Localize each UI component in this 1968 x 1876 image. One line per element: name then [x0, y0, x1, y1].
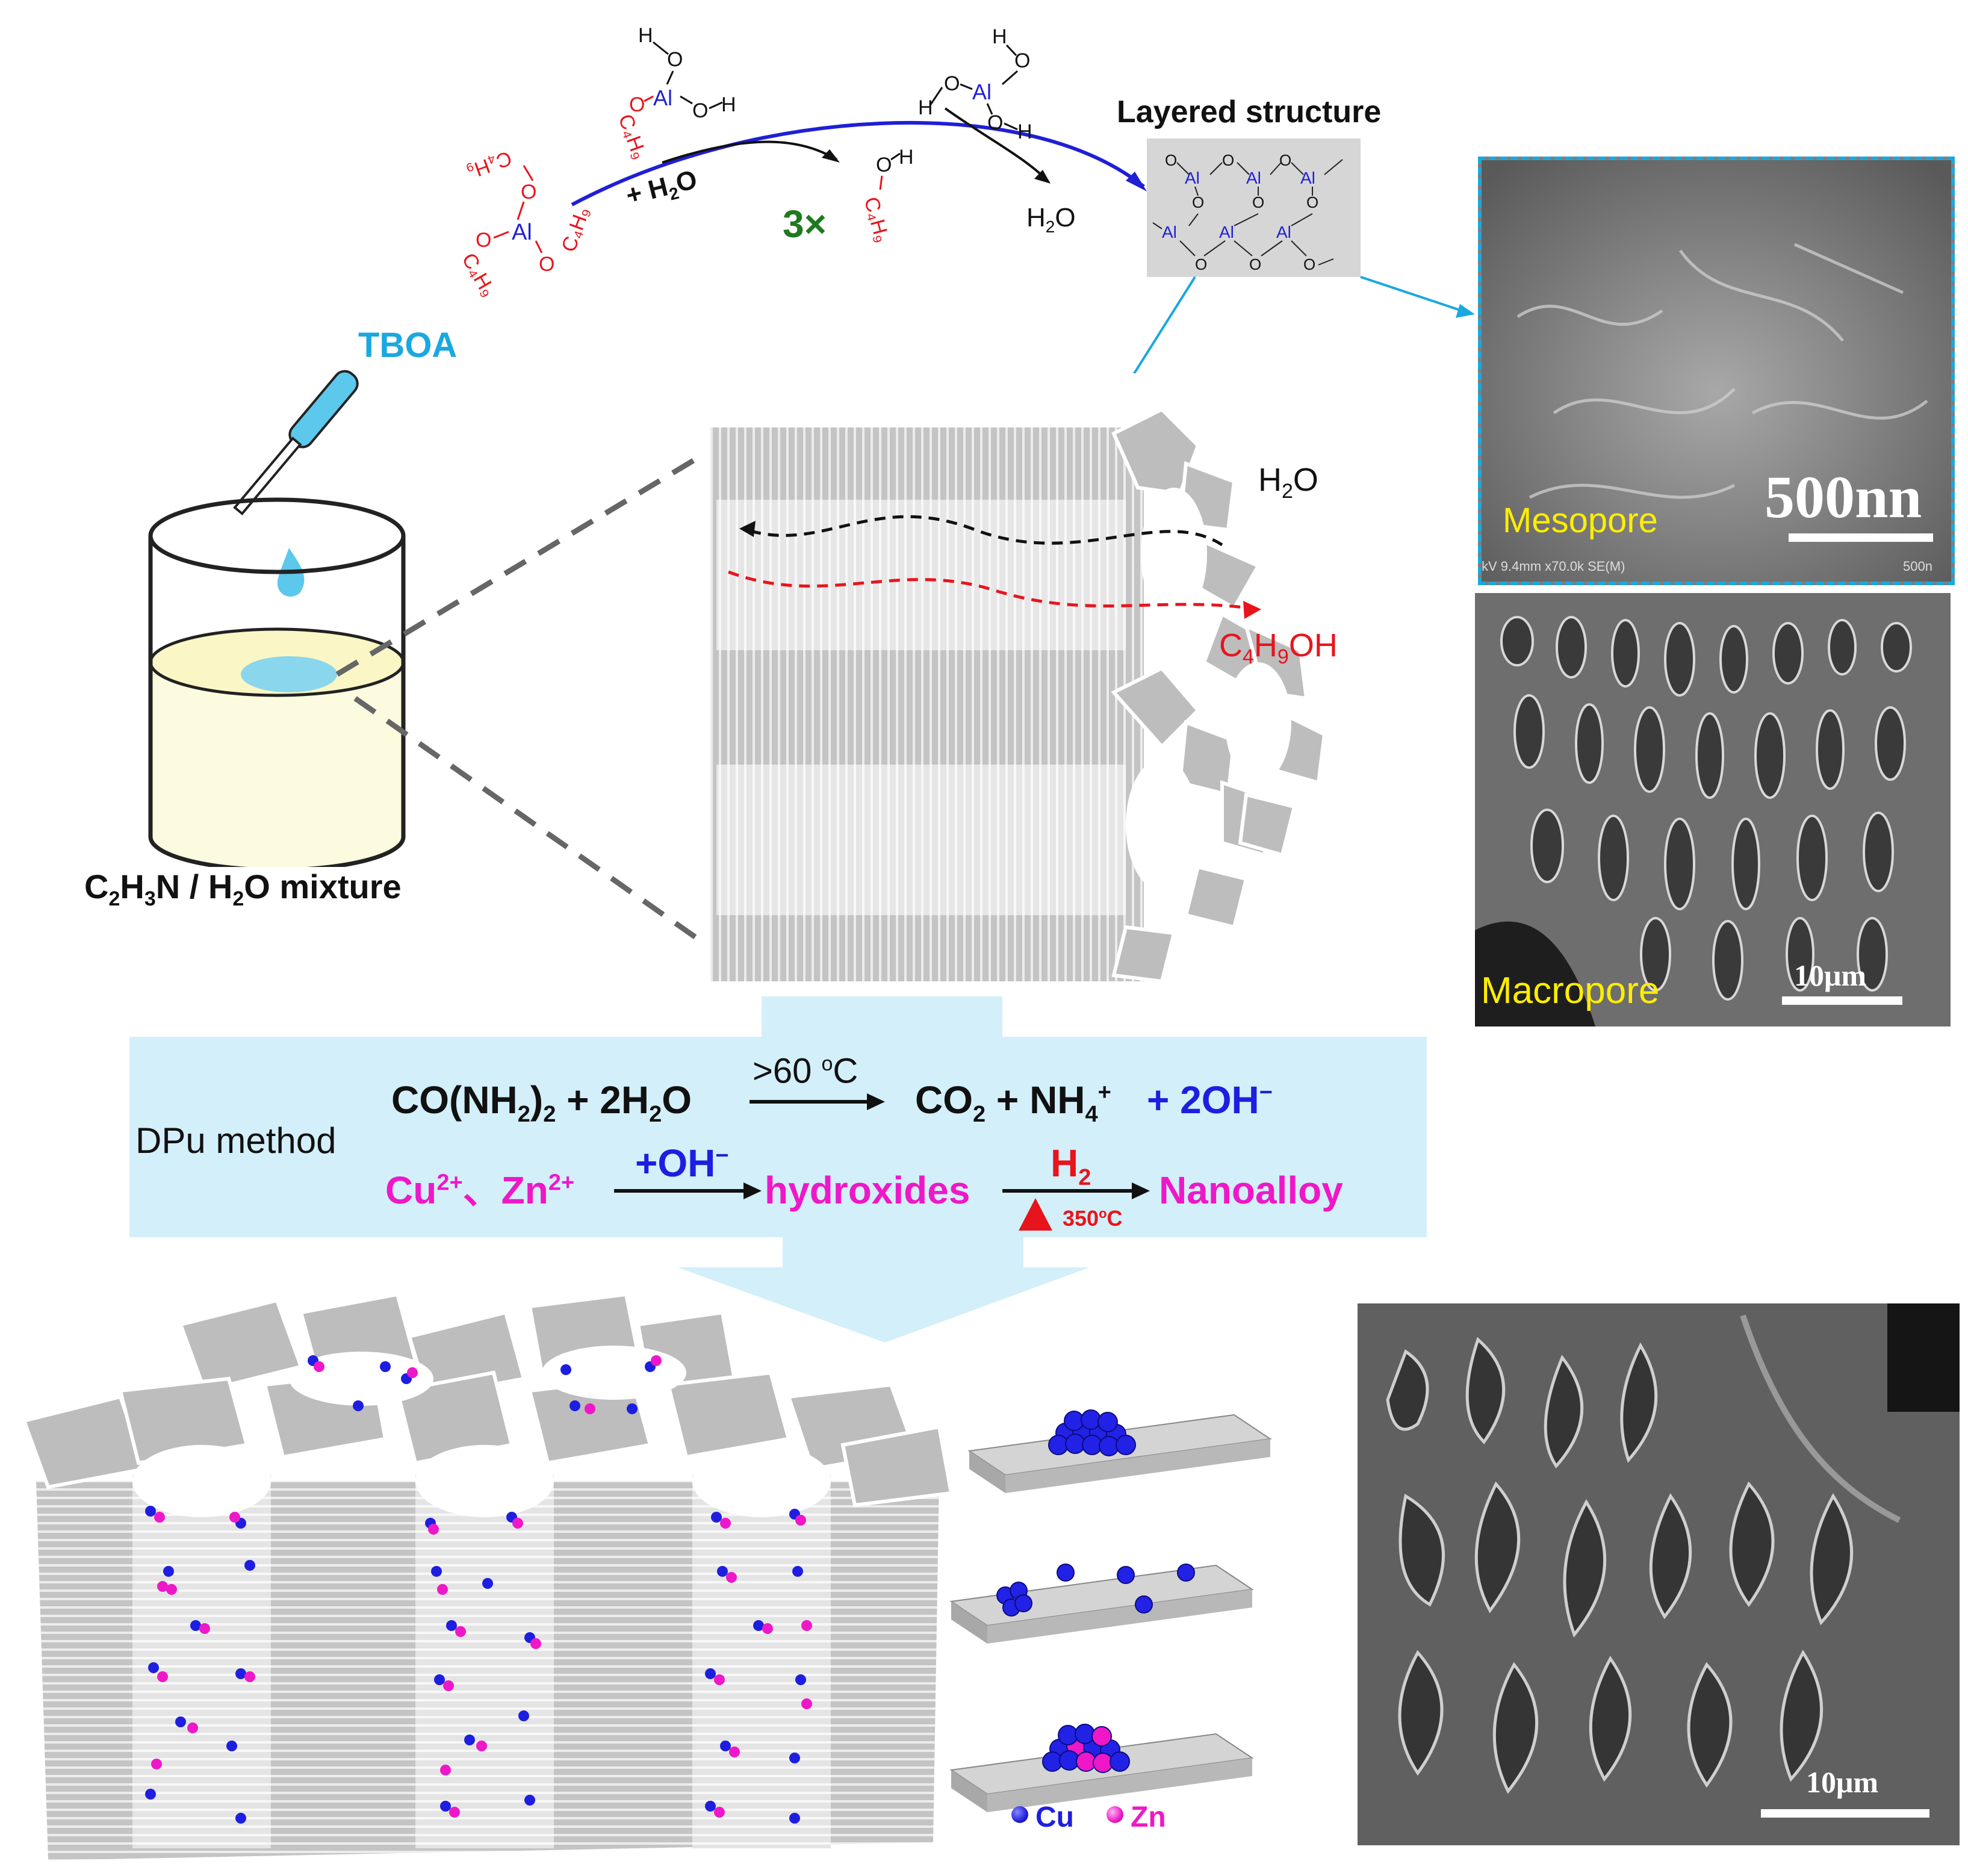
svg-text:Al: Al: [1162, 223, 1177, 241]
equation-2-arrow-2: [1002, 1182, 1150, 1199]
svg-text:O: O: [1165, 151, 1177, 169]
macropore-scale-bar: [1782, 996, 1902, 1005]
svg-text:Al: Al: [1300, 169, 1315, 187]
svg-text:O: O: [667, 48, 683, 71]
svg-text:Al: Al: [972, 79, 992, 104]
reaction-scheme: Al O C₄H₉ O C₄H₉ O C₄H₉ H O Al O H O C₄H…: [457, 24, 1475, 373]
mesopore-meta-right: 500n: [1903, 559, 1932, 574]
plate-dispersed-cu: [949, 1564, 1254, 1644]
svg-text:O: O: [1249, 255, 1261, 273]
sem-image-macropore: Macropore 10μm: [1475, 593, 1951, 1027]
svg-text:O: O: [1303, 255, 1315, 273]
hydrolysis-arrow: [571, 120, 1145, 207]
svg-text:O: O: [692, 99, 708, 122]
legend-cu-marker: [1011, 1806, 1028, 1823]
layered-structure-lattice: O Al O Al O Al O O O Al Al Al O O O: [1152, 151, 1343, 273]
svg-text:O: O: [1192, 193, 1204, 211]
equation-1-condition: >60 oC: [753, 1051, 858, 1091]
svg-text:Al: Al: [1276, 223, 1291, 241]
equation-1-right: CO2 + NH4+: [915, 1078, 1111, 1127]
dpu-method-label: DPu method: [135, 1120, 337, 1161]
legend-zn-label: Zn: [1131, 1801, 1166, 1833]
tboa-label: TBOA: [358, 326, 458, 365]
plate-aggregated-cu: [967, 1409, 1272, 1493]
svg-text:O: O: [1252, 193, 1264, 211]
butanol-coefficient: 3×: [783, 202, 827, 246]
supported-catalyst-scale-text: 10μm: [1806, 1765, 1878, 1799]
beaker: [148, 370, 406, 867]
zoom-lines: [335, 455, 700, 942]
macropore-caption: Macropore: [1481, 970, 1660, 1011]
pipette: [233, 370, 359, 516]
water-out-label: H2O: [1026, 203, 1076, 236]
supported-catalyst-scale-bar: [1761, 1809, 1929, 1818]
h2o-flow-label: H2O: [1258, 462, 1318, 503]
svg-text:H: H: [1017, 120, 1032, 143]
svg-text:Al: Al: [1246, 169, 1261, 187]
svg-text:Al: Al: [1185, 169, 1200, 187]
svg-text:O: O: [987, 111, 1003, 134]
svg-text:O: O: [944, 72, 960, 95]
tboa-blob: [241, 656, 337, 692]
svg-text:O: O: [1195, 255, 1207, 273]
plate-cuzn-nanoalloy: [949, 1724, 1254, 1812]
supported-nanoalloy-structure: [22, 1292, 954, 1860]
legend-cu-label: Cu: [1035, 1801, 1074, 1833]
svg-text:H: H: [899, 146, 914, 169]
svg-text:O: O: [1306, 193, 1318, 211]
butanol-path: [728, 570, 1250, 610]
sem-image-supported-catalyst: 10μm: [1358, 1303, 1960, 1845]
layered-structure-label: Layered structure: [1117, 95, 1382, 129]
svg-text:Al: Al: [653, 85, 672, 110]
mesopore-scale-bar: [1789, 533, 1933, 542]
svg-text:O: O: [521, 181, 536, 203]
equation-2-temperature: 350oC: [1063, 1206, 1123, 1231]
svg-text:H: H: [992, 25, 1007, 48]
butanol-release-arrow: [662, 140, 838, 164]
equation-2-gas: H2: [1051, 1141, 1091, 1190]
mixture-label: C2H3N / H2O mixture: [84, 868, 402, 911]
water-release-arrow: [944, 107, 1049, 182]
svg-text:O: O: [876, 154, 892, 176]
pore-structure: [710, 409, 1327, 984]
equation-1-hydroxide: + 2OH−: [1147, 1078, 1273, 1122]
svg-text:O: O: [1222, 151, 1234, 169]
equation-2-arrow-1: [614, 1182, 762, 1199]
equation-2-reactants: Cu2+、Zn2+: [385, 1169, 575, 1212]
equation-2-reagent: +OH−: [635, 1141, 729, 1185]
link-to-sem: [1360, 276, 1470, 314]
legend-zn-marker: [1107, 1806, 1123, 1823]
svg-text:H: H: [638, 24, 653, 47]
mesopore-caption: Mesopore: [1503, 501, 1658, 540]
equation-2-product: Nanoalloy: [1159, 1169, 1343, 1212]
svg-text:Al: Al: [512, 220, 532, 245]
mesopore-scale-text: 500nn: [1765, 464, 1922, 530]
svg-text:H: H: [918, 96, 933, 119]
svg-text:O: O: [539, 253, 554, 276]
macropore-scale-text: 10μm: [1794, 958, 1866, 992]
hydrolysis-arrowhead: [1126, 172, 1147, 191]
svg-text:H: H: [721, 93, 736, 116]
equation-2-intermediate: hydroxides: [765, 1169, 970, 1212]
dpu-arrow-shape: [129, 996, 1427, 1343]
equation-1-left: CO(NH2)2 + 2H2O: [391, 1078, 692, 1127]
link-to-structure: [1132, 276, 1196, 373]
svg-text:O: O: [629, 93, 645, 116]
c4h9oh-flow-label: C4H9OH: [1219, 627, 1338, 668]
svg-text:O: O: [476, 229, 491, 252]
svg-text:O: O: [1279, 151, 1291, 169]
svg-text:Al: Al: [1219, 223, 1234, 241]
svg-text:O: O: [1014, 49, 1030, 72]
heat-triangle-icon: [1019, 1198, 1052, 1231]
aluminum-hydroxide-molecule: H O Al O H O H: [918, 25, 1032, 143]
equation-1-arrow: [750, 1093, 885, 1110]
layered-structure-box: [1147, 138, 1361, 277]
mesopore-meta-left: kV 9.4mm x70.0k SE(M): [1482, 559, 1625, 574]
sem-image-mesopore: Mesopore 500nn kV 9.4mm x70.0k SE(M) 500…: [1478, 157, 1955, 585]
particle-plates: [949, 1409, 1272, 1812]
